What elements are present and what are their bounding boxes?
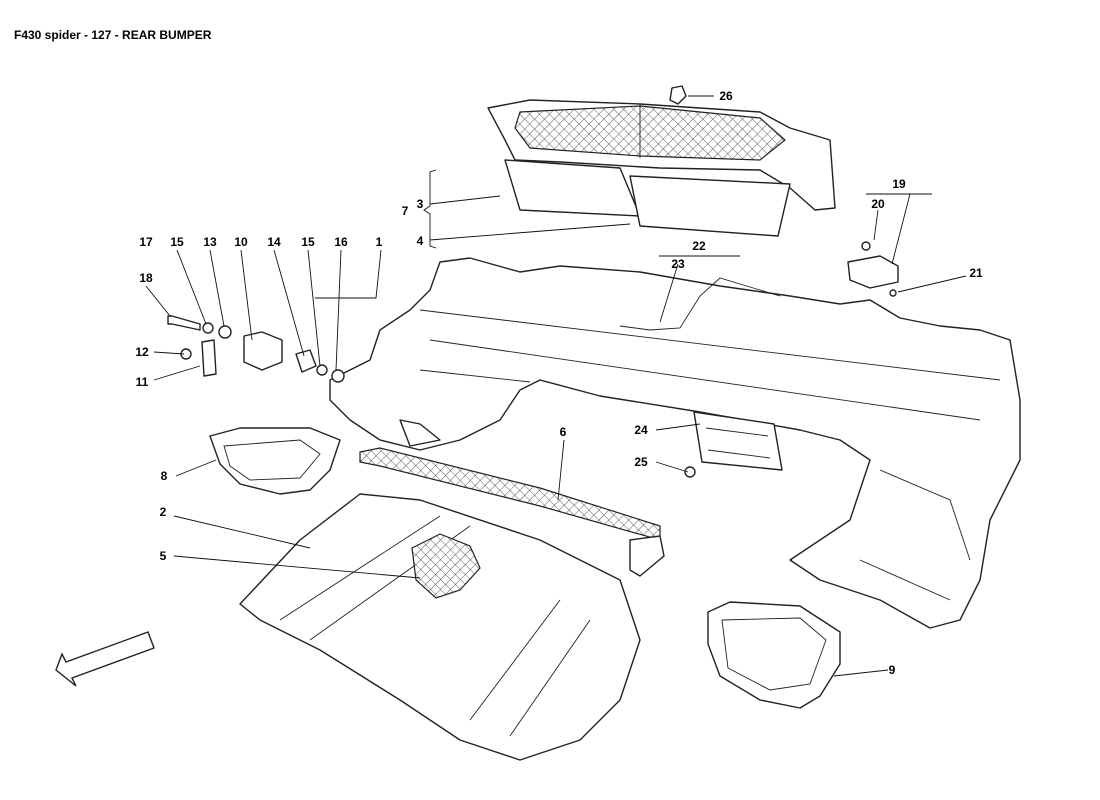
right-exhaust-trim bbox=[707, 601, 841, 709]
callout-7: 7 bbox=[402, 204, 409, 218]
upper-grille-assembly bbox=[487, 99, 836, 237]
rear-bumper-shell bbox=[329, 257, 1021, 629]
callout-5: 5 bbox=[160, 549, 167, 563]
callout-4: 4 bbox=[417, 234, 424, 248]
callout-6: 6 bbox=[560, 425, 567, 439]
callout-10: 10 bbox=[234, 235, 248, 249]
callout-21: 21 bbox=[969, 266, 983, 280]
left-exhaust-trim bbox=[209, 427, 341, 495]
clip-fastener bbox=[669, 85, 687, 105]
callout-26: 26 bbox=[719, 89, 733, 103]
callout-11: 11 bbox=[136, 375, 149, 389]
callout-17: 17 bbox=[139, 235, 153, 249]
callout-16: 16 bbox=[334, 235, 348, 249]
callout-12: 12 bbox=[135, 345, 149, 359]
page-title: F430 spider - 127 - REAR BUMPER bbox=[14, 28, 212, 42]
fastener-stack bbox=[167, 315, 345, 383]
callout-2: 2 bbox=[160, 505, 167, 519]
callout-22: 22 bbox=[692, 239, 706, 253]
callout-25: 25 bbox=[634, 455, 648, 469]
undertray-panel bbox=[239, 493, 641, 761]
arrow-front-icon bbox=[55, 631, 155, 687]
callout-14: 14 bbox=[267, 235, 281, 249]
callout-3: 3 bbox=[417, 197, 424, 211]
group-bracket-7 bbox=[423, 169, 437, 249]
lower-mesh-strip bbox=[359, 419, 665, 577]
callout-15a: 15 bbox=[170, 235, 184, 249]
callout-9: 9 bbox=[889, 663, 896, 677]
callout-20: 20 bbox=[871, 197, 885, 211]
callout-1: 1 bbox=[376, 235, 383, 249]
callout-23: 23 bbox=[671, 257, 685, 271]
wiring-harness bbox=[619, 277, 781, 331]
leader-lines bbox=[145, 95, 967, 677]
callout-18: 18 bbox=[139, 271, 153, 285]
callout-13: 13 bbox=[203, 235, 217, 249]
callout-15b: 15 bbox=[301, 235, 315, 249]
undertray-mesh-insert bbox=[411, 533, 481, 599]
number-plate-light bbox=[847, 241, 899, 297]
license-plate-bracket bbox=[684, 411, 783, 478]
callout-labels: 1 2 3 4 5 6 7 8 9 10 11 12 13 14 15 15 1… bbox=[135, 89, 983, 677]
callout-24: 24 bbox=[634, 423, 648, 437]
callout-19: 19 bbox=[892, 177, 906, 191]
callout-8: 8 bbox=[161, 469, 168, 483]
